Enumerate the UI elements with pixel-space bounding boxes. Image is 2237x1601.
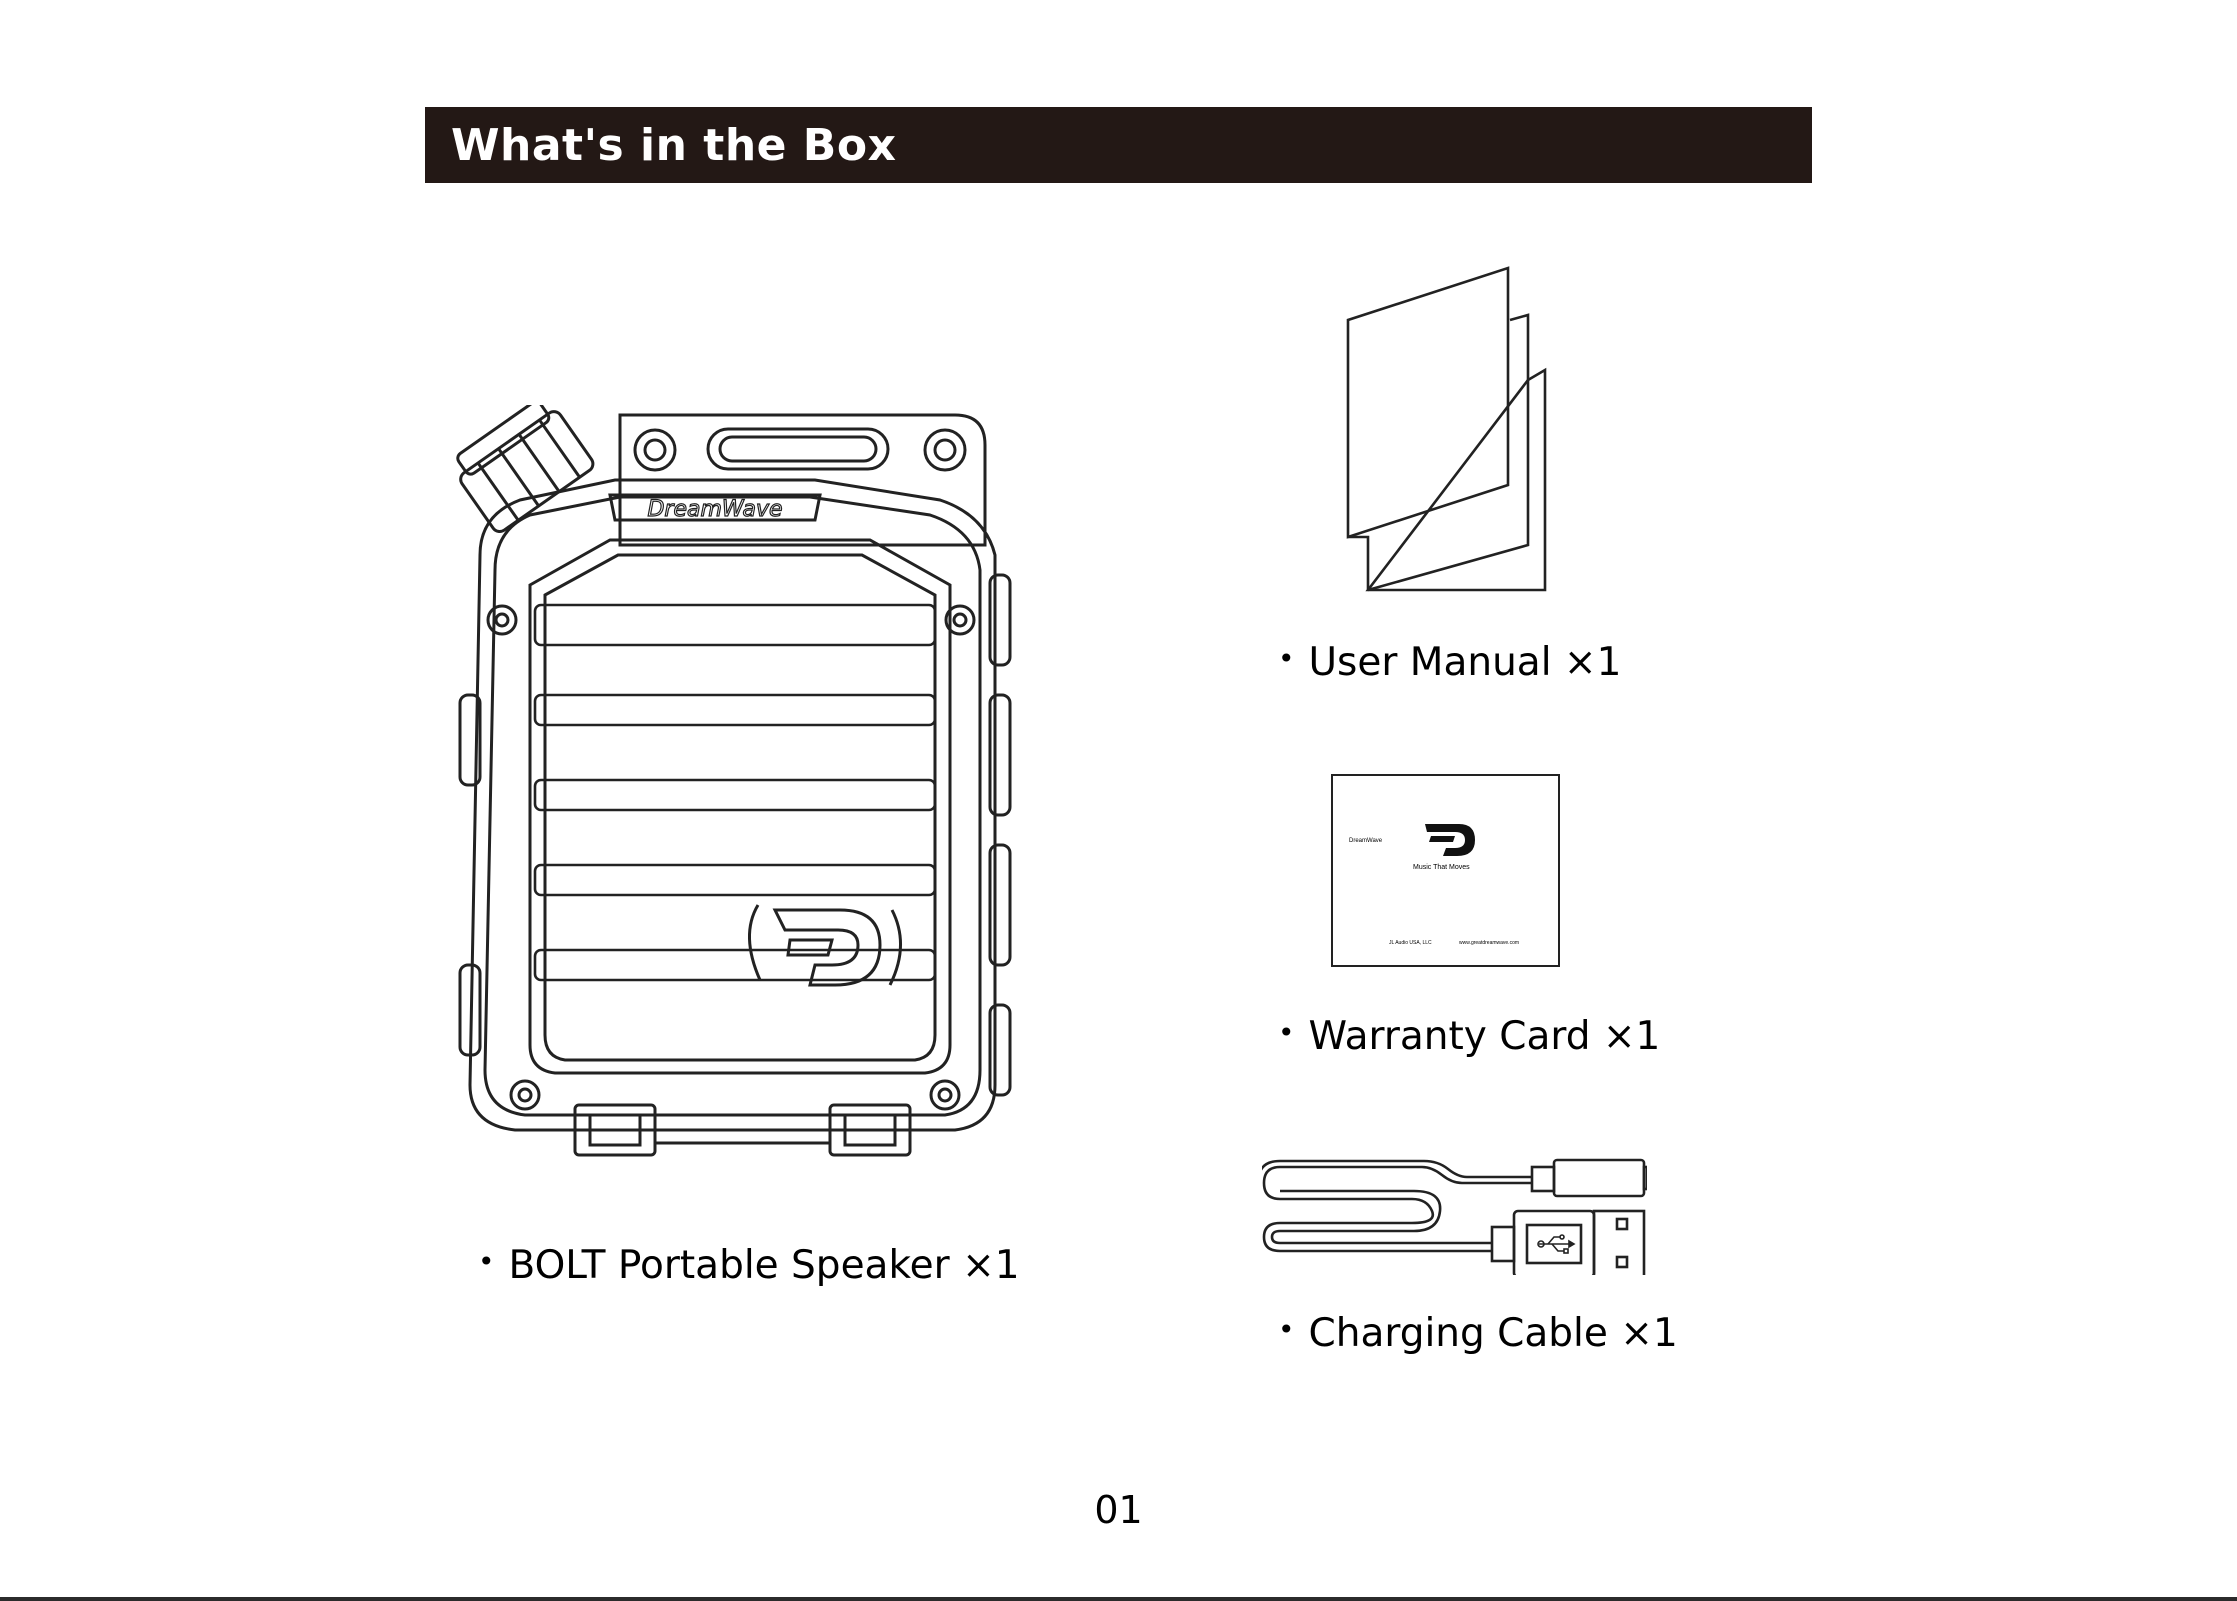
bottom-divider xyxy=(0,1597,2237,1601)
card-d-logo-icon xyxy=(1421,820,1477,860)
speaker-brand-text: DreamWave xyxy=(647,497,782,522)
card-tagline: Music That Moves xyxy=(1413,864,1470,871)
bullet-warranty: • xyxy=(1278,1016,1295,1049)
section-title: What's in the Box xyxy=(451,120,896,171)
item-caption-warranty: • Warranty Card ×1 xyxy=(1278,1014,1660,1059)
speaker-label: BOLT Portable Speaker ×1 xyxy=(509,1243,1020,1288)
warranty-card-icon: DreamWave Music That Moves JL Audio USA,… xyxy=(1331,774,1560,967)
usb-cable-icon xyxy=(1262,1155,1647,1275)
bullet-manual: • xyxy=(1278,642,1295,675)
bullet-cable: • xyxy=(1278,1313,1295,1346)
bullet-speaker: • xyxy=(478,1245,495,1278)
card-footer-right: www.greatdreamwave.com xyxy=(1459,940,1519,946)
card-footer-left: JL Audio USA, LLC xyxy=(1389,940,1432,946)
manual-icon xyxy=(1340,265,1560,595)
speaker-illustration: DreamWave xyxy=(440,405,1025,1165)
warranty-label: Warranty Card ×1 xyxy=(1309,1014,1661,1059)
item-caption-speaker: • BOLT Portable Speaker ×1 xyxy=(478,1243,1020,1288)
item-caption-manual: • User Manual ×1 xyxy=(1278,640,1621,685)
section-header-bar: What's in the Box xyxy=(425,107,1812,183)
usb-symbol-icon xyxy=(1538,1235,1574,1253)
card-brand-small: DreamWave xyxy=(1349,838,1382,844)
item-caption-cable: • Charging Cable ×1 xyxy=(1278,1311,1678,1356)
cable-label: Charging Cable ×1 xyxy=(1309,1311,1678,1356)
manual-label: User Manual ×1 xyxy=(1309,640,1622,685)
page-number: 01 xyxy=(0,1488,2237,1532)
